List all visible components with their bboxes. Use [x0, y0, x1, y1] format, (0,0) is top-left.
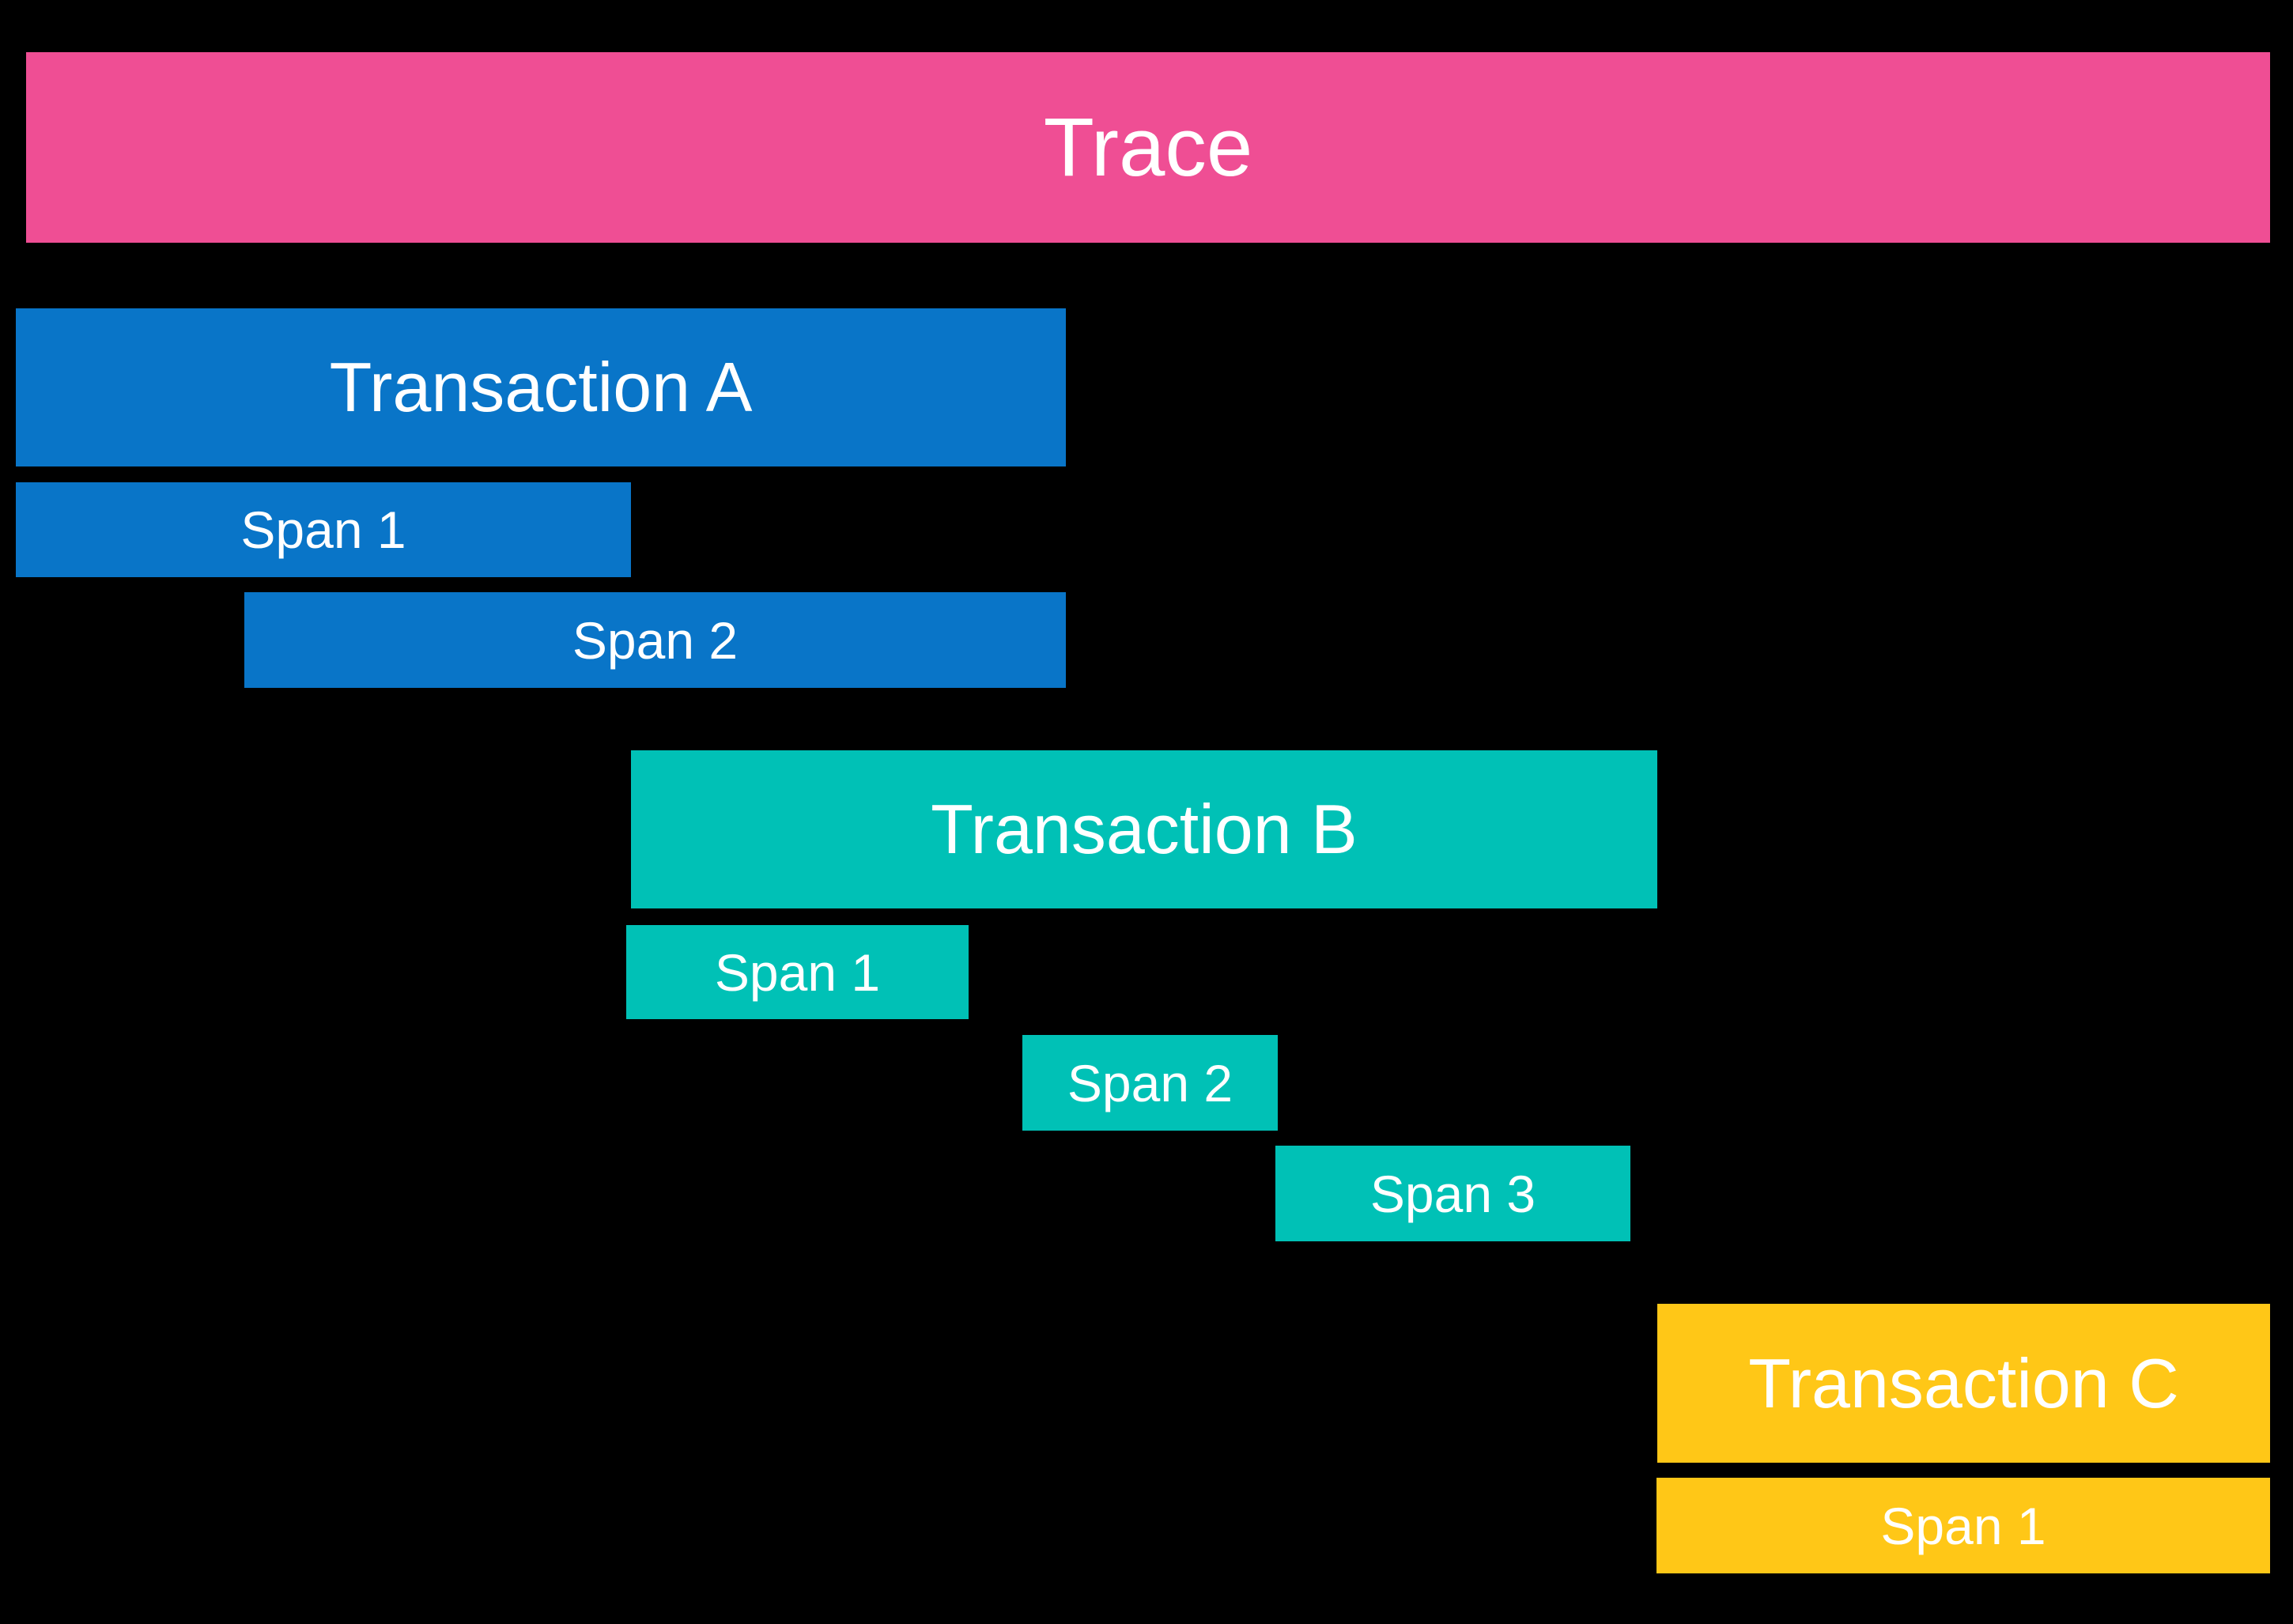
trace-bar[interactable]: Trace [26, 52, 2270, 243]
transaction-c-span-1-bar-label: Span 1 [1880, 1496, 2046, 1555]
transaction-a-span-1-bar-label: Span 1 [240, 500, 406, 559]
transaction-b-span-3-bar[interactable]: Span 3 [1275, 1146, 1630, 1241]
transaction-b-bar-label: Transaction B [931, 790, 1358, 868]
transaction-b-span-1-bar[interactable]: Span 1 [626, 925, 969, 1019]
trace-bar-label: Trace [1043, 101, 1253, 194]
transaction-a-bar[interactable]: Transaction A [16, 308, 1066, 466]
transaction-a-span-2-bar[interactable]: Span 2 [244, 592, 1066, 688]
transaction-b-span-1-bar-label: Span 1 [714, 942, 881, 1002]
transaction-c-bar-label: Transaction C [1748, 1343, 2179, 1422]
transaction-a-bar-label: Transaction A [329, 348, 753, 426]
transaction-b-span-2-bar-label: Span 2 [1067, 1053, 1233, 1112]
transaction-a-span-2-bar-label: Span 2 [572, 610, 739, 670]
transaction-b-span-3-bar-label: Span 3 [1369, 1164, 1536, 1223]
transaction-b-span-2-bar[interactable]: Span 2 [1022, 1035, 1278, 1131]
transaction-b-bar[interactable]: Transaction B [631, 750, 1657, 908]
transaction-c-bar[interactable]: Transaction C [1657, 1304, 2270, 1463]
transaction-a-span-1-bar[interactable]: Span 1 [16, 482, 631, 577]
transaction-c-span-1-bar[interactable]: Span 1 [1656, 1478, 2270, 1573]
